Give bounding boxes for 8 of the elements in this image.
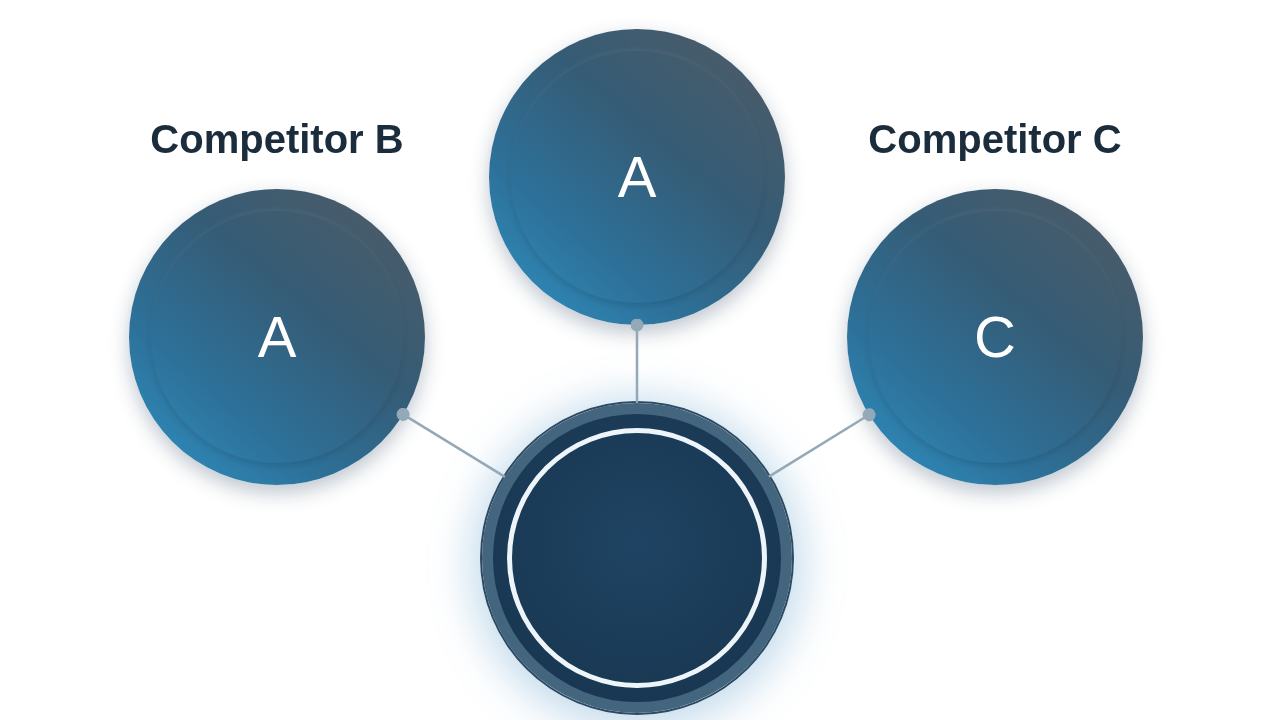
circle-label: A <box>257 304 297 370</box>
connector-line <box>396 407 506 478</box>
connector-line <box>630 318 644 403</box>
node-heading: Competitor C <box>868 116 1122 163</box>
circle-label: C <box>974 304 1016 370</box>
connector-line <box>768 408 876 478</box>
node-heading: Competitor B <box>150 116 404 163</box>
circle-label: A <box>617 144 657 210</box>
